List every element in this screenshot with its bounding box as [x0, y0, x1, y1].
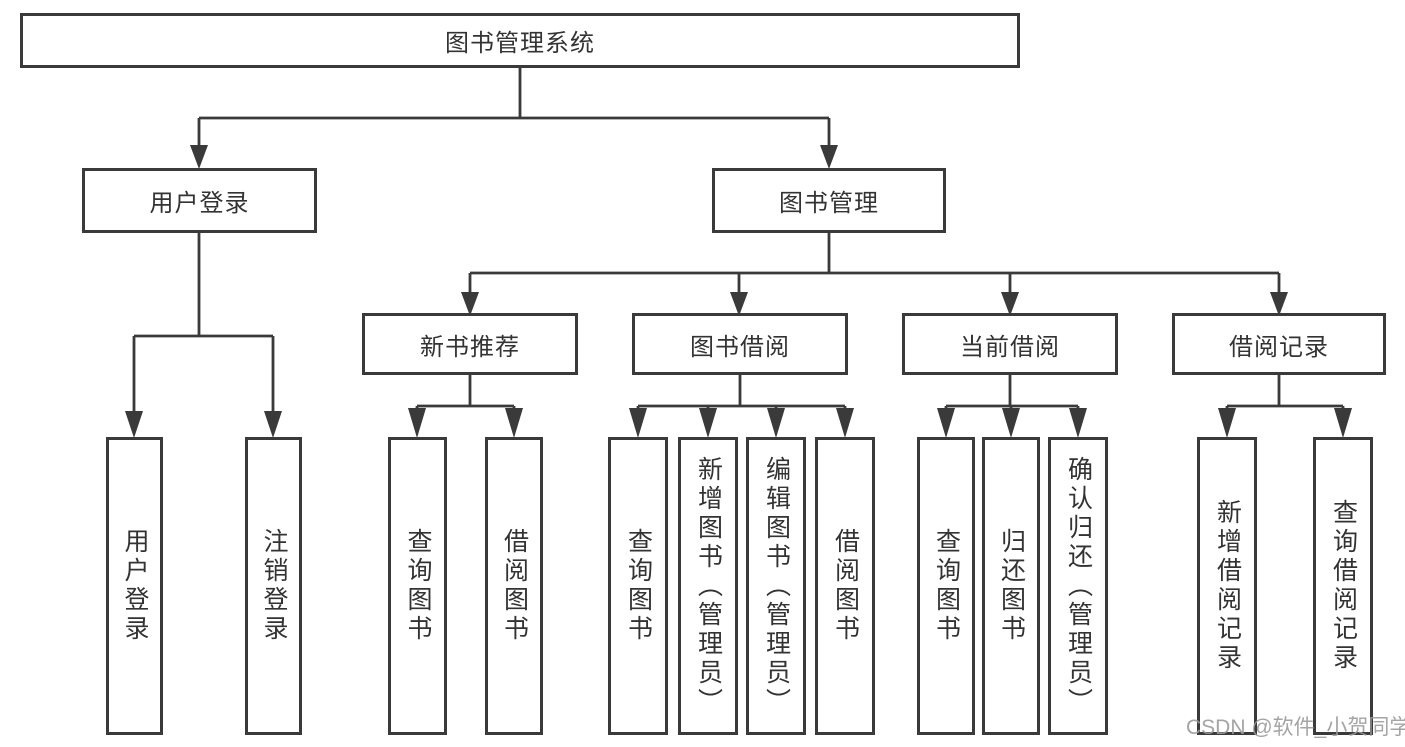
- leaf-borrow-query-books-label: 查询图书: [624, 528, 653, 644]
- leaf-newbook-query-books-label: 查询图书: [404, 528, 432, 644]
- leaf-newbook-query-books: 查询图书: [388, 437, 447, 735]
- leaf-current-return-books: 归还图书: [982, 437, 1040, 735]
- leaf-current-return-books-label: 归还图书: [997, 528, 1026, 644]
- node-library-management-system-label: 图书管理系统: [445, 30, 595, 57]
- node-book-borrow-label: 图书借阅: [690, 333, 790, 361]
- leaf-borrow-edit-books-admin: 编辑图书（管理员）: [746, 437, 806, 735]
- leaf-current-query-books-label: 查询图书: [932, 528, 961, 644]
- leaf-borrow-query-books: 查询图书: [608, 437, 668, 735]
- node-borrow-records: 借阅记录: [1172, 313, 1386, 375]
- leaf-current-query-books: 查询图书: [917, 437, 975, 735]
- leaf-logout: 注销登录: [245, 437, 302, 735]
- leaf-borrow-edit-books-admin-label: 编辑图书（管理员）: [762, 455, 791, 717]
- leaf-records-add-record-label: 新增借阅记录: [1213, 499, 1242, 673]
- leaf-newbook-borrow-books: 借阅图书: [485, 437, 543, 735]
- leaf-current-confirm-return-admin: 确认归还（管理员）: [1048, 437, 1108, 735]
- csdn-watermark: CSDN @软件_小贺同学: [1186, 716, 1405, 739]
- node-book-management-label: 图书管理: [779, 190, 879, 217]
- node-library-management-system: 图书管理系统: [20, 13, 1020, 68]
- leaf-newbook-borrow-books-label: 借阅图书: [500, 528, 529, 644]
- leaf-borrow-borrow-books: 借阅图书: [815, 437, 875, 735]
- node-book-borrow: 图书借阅: [632, 313, 848, 375]
- node-borrow-records-label: 借阅记录: [1229, 333, 1329, 361]
- leaf-records-query-record: 查询借阅记录: [1313, 437, 1373, 735]
- node-user-login-label: 用户登录: [149, 190, 250, 217]
- node-book-management: 图书管理: [712, 168, 946, 233]
- node-current-borrow: 当前借阅: [902, 313, 1118, 375]
- leaf-logout-label: 注销登录: [260, 528, 288, 644]
- leaf-borrow-add-books-admin: 新增图书（管理员）: [678, 437, 738, 735]
- leaf-borrow-add-books-admin-label: 新增图书（管理员）: [694, 455, 723, 717]
- node-current-borrow-label: 当前借阅: [960, 333, 1060, 361]
- leaf-borrow-borrow-books-label: 借阅图书: [831, 528, 860, 644]
- node-user-login: 用户登录: [82, 168, 317, 233]
- leaf-current-confirm-return-admin-label: 确认归还（管理员）: [1064, 455, 1093, 717]
- leaf-records-query-record-label: 查询借阅记录: [1329, 499, 1358, 673]
- leaf-records-add-record: 新增借阅记录: [1197, 437, 1257, 735]
- node-new-book-recommend: 新书推荐: [362, 313, 578, 375]
- leaf-user-login-label: 用户登录: [121, 528, 149, 644]
- node-new-book-recommend-label: 新书推荐: [420, 333, 520, 361]
- leaf-user-login: 用户登录: [106, 437, 163, 735]
